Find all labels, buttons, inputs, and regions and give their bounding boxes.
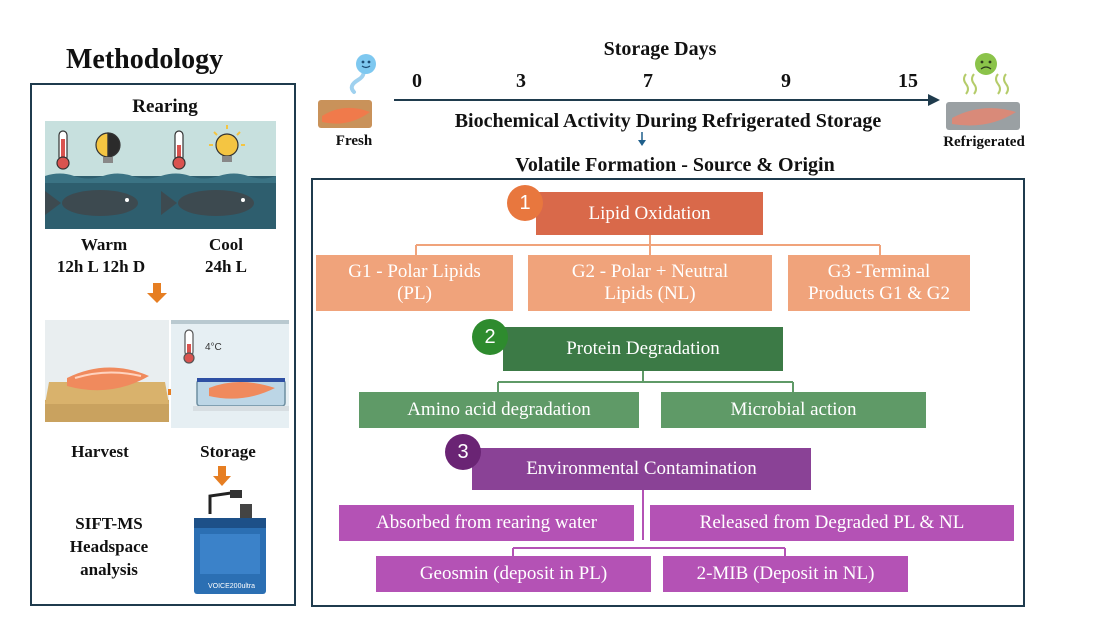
g3-line-1: G3 -Terminal bbox=[827, 261, 931, 282]
lightbulb-icon bbox=[209, 125, 245, 162]
fish-icon bbox=[45, 190, 138, 216]
fresh-salmon-icon bbox=[318, 54, 376, 128]
g3-terminal-products-box: G3 -Terminal Products G1 & G2 bbox=[788, 255, 970, 311]
2-mib-box: 2-MIB (Deposit in NL) bbox=[663, 556, 908, 592]
rearing-label: Rearing bbox=[132, 96, 198, 117]
g1-line-2: (PL) bbox=[397, 283, 432, 304]
thermometer-icon bbox=[172, 130, 186, 170]
absorbed-rearing-water-box: Absorbed from rearing water bbox=[339, 505, 634, 541]
g1-line-1: G1 - Polar Lipids bbox=[348, 261, 481, 282]
warm-photoperiod: 12h L 12h D bbox=[56, 257, 146, 276]
fish-icon bbox=[161, 190, 254, 216]
step-number-3: 3 bbox=[445, 434, 481, 470]
volatile-title: Volatile Formation - Source & Origin bbox=[515, 154, 835, 176]
environmental-contamination-box: Environmental Contamination bbox=[472, 448, 811, 490]
down-arrow-icon bbox=[638, 132, 646, 146]
rearing-warm-illustration bbox=[45, 121, 161, 229]
day-tick-0: 0 bbox=[412, 70, 422, 92]
geosmin-box: Geosmin (deposit in PL) bbox=[376, 556, 651, 592]
down-arrow-icon bbox=[213, 466, 231, 486]
methodology-panel bbox=[30, 83, 296, 606]
timeline-subtitle: Biochemical Activity During Refrigerated… bbox=[454, 110, 882, 132]
day-tick-7: 7 bbox=[643, 70, 653, 92]
lipid-oxidation-box: Lipid Oxidation bbox=[536, 192, 763, 235]
cool-photoperiod: 24h L bbox=[204, 257, 248, 276]
day-tick-9: 9 bbox=[781, 70, 791, 92]
g2-line-2: Lipids (NL) bbox=[604, 283, 696, 304]
thermometer-icon bbox=[56, 130, 70, 170]
analysis-label: analysis bbox=[80, 560, 138, 579]
rearing-cool-illustration bbox=[161, 121, 276, 229]
warm-label: Warm bbox=[80, 235, 128, 254]
fridge-temp: 4°C bbox=[205, 342, 222, 353]
down-arrow-icon bbox=[147, 283, 167, 303]
protein-degradation-box: Protein Degradation bbox=[503, 327, 783, 371]
headspace-label: Headspace bbox=[69, 537, 149, 556]
storage-label: Storage bbox=[200, 442, 256, 461]
step-number-1: 1 bbox=[507, 185, 543, 221]
harvest-label: Harvest bbox=[71, 442, 129, 461]
step-number-2: 2 bbox=[472, 319, 508, 355]
spoiled-salmon-icon bbox=[946, 53, 1020, 130]
sift-ms-label: SIFT-MS bbox=[75, 514, 143, 533]
sift-ms-instrument-illustration: VOICE200ultra bbox=[194, 490, 266, 594]
storage-illustration: 4°C bbox=[171, 320, 289, 428]
g1-polar-lipids-box: G1 - Polar Lipids (PL) bbox=[316, 255, 513, 311]
g2-line-1: G2 - Polar + Neutral bbox=[571, 261, 729, 282]
methodology-title: Methodology bbox=[66, 44, 224, 75]
fresh-label: Fresh bbox=[335, 133, 373, 149]
timeline-title: Storage Days bbox=[603, 38, 717, 60]
instrument-label: VOICE200ultra bbox=[208, 583, 255, 590]
thermometer-icon bbox=[183, 329, 195, 364]
amino-acid-degradation-box: Amino acid degradation bbox=[359, 392, 639, 428]
refrigerated-label: Refrigerated bbox=[943, 134, 1025, 150]
volatile-panel bbox=[311, 178, 1025, 607]
harvest-illustration bbox=[45, 320, 169, 422]
day-tick-15: 15 bbox=[898, 70, 918, 92]
timeline-arrow bbox=[394, 94, 940, 106]
cool-label: Cool bbox=[209, 235, 243, 254]
microbial-action-box: Microbial action bbox=[661, 392, 926, 428]
g2-polar-neutral-box: G2 - Polar + Neutral Lipids (NL) bbox=[528, 255, 772, 311]
lightbulb-half-icon bbox=[95, 132, 121, 163]
g3-line-2: Products G1 & G2 bbox=[808, 283, 950, 304]
released-degraded-lipids-box: Released from Degraded PL & NL bbox=[650, 505, 1014, 541]
day-tick-3: 3 bbox=[516, 70, 526, 92]
